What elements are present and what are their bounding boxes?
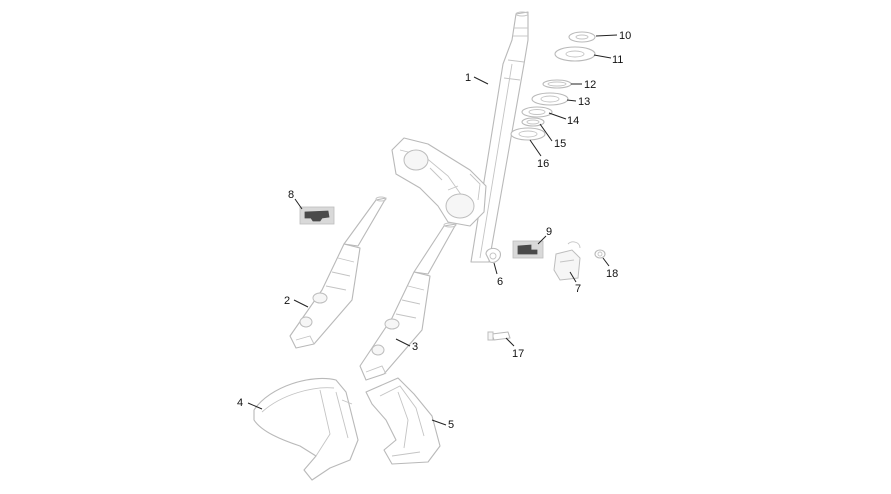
part-9-rubber-block <box>512 240 544 259</box>
leader-14 <box>548 112 567 120</box>
callout-3: 3 <box>412 341 418 353</box>
callout-7: 7 <box>575 283 581 295</box>
part-12-bearing-cage <box>542 79 572 89</box>
callout-18: 18 <box>606 268 618 280</box>
callout-2: 2 <box>284 295 290 307</box>
leader-9 <box>537 235 547 245</box>
callout-4: 4 <box>237 397 243 409</box>
part-8-rubber-block <box>299 206 335 225</box>
callout-labels: 1 2 3 4 5 6 7 8 9 10 11 12 13 14 15 16 1… <box>237 30 631 431</box>
part-16-lower-race <box>510 127 546 141</box>
leader-8 <box>294 198 303 210</box>
part-6-clip <box>485 247 501 263</box>
part-17-bolt <box>487 331 511 341</box>
part-13-race <box>531 92 569 106</box>
part-14-race <box>521 106 553 118</box>
callout-13: 13 <box>578 96 590 108</box>
part-7-bracket <box>553 241 581 281</box>
leader-7 <box>569 271 577 283</box>
callout-16: 16 <box>537 158 549 170</box>
leader-10 <box>595 34 618 37</box>
leader-13 <box>566 99 577 102</box>
part-18-ring <box>594 249 606 259</box>
callout-6: 6 <box>497 276 503 288</box>
callout-12: 12 <box>584 79 596 91</box>
leader-18 <box>602 257 610 267</box>
part-11-lock-plate <box>554 46 596 62</box>
callout-10: 10 <box>619 30 631 42</box>
leader-15 <box>539 123 553 142</box>
callout-1: 1 <box>465 72 471 84</box>
part-10-top-nut <box>568 31 596 43</box>
part-4-front-mudguard <box>253 377 359 481</box>
part-15-bearing-cage <box>521 117 545 127</box>
leader-5 <box>431 419 447 426</box>
part-5-inner-bracket <box>365 377 441 465</box>
callout-5: 5 <box>448 419 454 431</box>
leader-lines <box>247 34 618 426</box>
callout-14: 14 <box>567 115 579 127</box>
part-3-fork-leg-right <box>359 222 457 381</box>
callout-15: 15 <box>554 138 566 150</box>
leader-1 <box>473 76 489 85</box>
callout-11: 11 <box>612 54 623 66</box>
leader-17 <box>505 337 515 347</box>
leader-4 <box>247 402 263 410</box>
leader-2 <box>293 299 309 308</box>
triple-clamp <box>391 137 487 227</box>
callout-9: 9 <box>546 226 552 238</box>
callout-8: 8 <box>288 189 294 201</box>
leader-11 <box>593 54 612 59</box>
leader-6 <box>493 262 498 275</box>
leader-16 <box>529 139 542 157</box>
callout-17: 17 <box>512 348 524 360</box>
part-2-fork-leg-left <box>289 196 387 349</box>
leader-3 <box>395 338 411 347</box>
